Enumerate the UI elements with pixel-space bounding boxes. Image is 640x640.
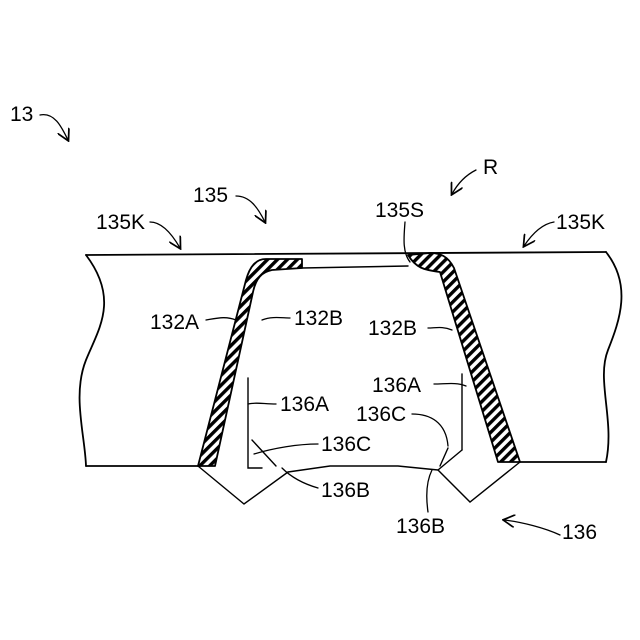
label-132A: 132A — [150, 311, 199, 334]
label-135K-right: 135K — [556, 211, 605, 234]
inner-face-136A-left — [248, 378, 262, 468]
label-136A-left: 136A — [280, 393, 329, 416]
leader-136A-left — [248, 403, 276, 404]
leader-136C-right — [412, 414, 448, 446]
label-136B-right: 136B — [396, 515, 445, 538]
arrow-13 — [40, 115, 68, 140]
cavity-top-rim — [302, 266, 408, 268]
label-135S: 135S — [375, 199, 424, 222]
leader-132B-right — [428, 328, 452, 331]
label-136C-right: 136C — [356, 403, 406, 426]
left-wall-coating-132A — [198, 259, 302, 466]
arrow-136 — [504, 520, 560, 535]
label-R: R — [483, 156, 498, 179]
label-136: 136 — [562, 521, 597, 544]
label-132B-left: 132B — [294, 307, 343, 330]
plate-top-edge — [86, 252, 606, 255]
arrow-135 — [236, 196, 265, 222]
arrow-135K-right — [524, 222, 554, 246]
arrow-135K-left — [150, 222, 180, 248]
label-135: 135 — [193, 184, 228, 207]
reference-labels: 13 135 R 135K 135K 135S 132A 132B 132B 1… — [10, 103, 605, 544]
label-136C-left: 136C — [321, 433, 371, 456]
claw-base-line — [288, 466, 438, 472]
plate-left-wavy-edge — [80, 255, 105, 466]
leader-136B-right — [427, 470, 432, 512]
claw-left-136B — [198, 466, 288, 504]
leader-136A-right — [434, 384, 466, 387]
plate-right-wavy-edge — [604, 252, 622, 462]
label-136B-left: 136B — [321, 479, 370, 502]
right-wall-coating-135S — [408, 253, 520, 462]
label-132B-right: 132B — [368, 317, 417, 340]
arrow-R — [452, 170, 476, 194]
label-13: 13 — [10, 103, 33, 126]
leader-132A — [206, 318, 236, 320]
label-136A-right: 136A — [372, 374, 421, 397]
leader-136B-left — [282, 468, 318, 488]
leader-132B-left — [262, 318, 290, 321]
label-135K-left: 135K — [96, 211, 145, 234]
